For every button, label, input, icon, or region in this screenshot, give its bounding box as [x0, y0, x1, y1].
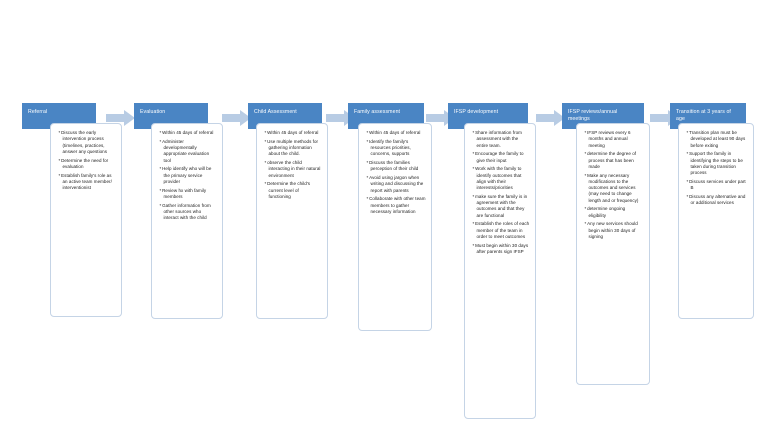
bullet-item: Within 45 days of referral: [159, 130, 217, 136]
bullet-item: Determine the child's current level of f…: [264, 181, 322, 200]
stage-referral-body: Discuss the early intervention process (…: [50, 123, 122, 317]
bullet-item: Must begin within 30 days after parents …: [472, 243, 530, 256]
stage-family-assessment-body: Within 45 days of referral Identify the …: [358, 123, 432, 331]
bullet-item: Use multiple methods for gathering infor…: [264, 139, 322, 158]
stage-evaluation-bullet-list: Within 45 days of referral Administer de…: [159, 130, 217, 221]
arrow-evaluation-to-child-assessment: [222, 110, 251, 126]
bullet-item: Within 45 days of referral: [366, 130, 426, 136]
stage-ifsp-reviews-body: IFSP reviews every 6 months and annual m…: [576, 123, 650, 385]
stage-child-assessment-bullet-list: Within 45 days of referral Use multiple …: [264, 130, 322, 200]
bullet-item: Encourage the family to give their input: [472, 151, 530, 164]
stage-transition-bullet-list: Transition plan must be developed at lea…: [686, 130, 748, 206]
stage-child-assessment-body: Within 45 days of referral Use multiple …: [256, 123, 328, 319]
bullet-item: Discuss the early intervention process (…: [58, 130, 116, 155]
bullet-item: Gather information from other sources wh…: [159, 203, 217, 222]
bullet-item: Make any necessary modifications to the …: [584, 173, 644, 204]
stage-referral-bullet-list: Discuss the early intervention process (…: [58, 130, 116, 191]
bullet-item: Determine the need for evaluation: [58, 158, 116, 171]
bullet-item: Work with the family to identify outcome…: [472, 166, 530, 191]
arrow-ifsp-development-to-ifsp-reviews: [536, 110, 565, 126]
arrow-child-assessment-to-family-assessment: [326, 110, 355, 126]
bullet-item: Share information from assessment with t…: [472, 130, 530, 149]
bullet-item: Discuss any alternative and or additiona…: [686, 194, 748, 207]
arrow-family-assessment-to-ifsp-development: [426, 110, 455, 126]
bullet-item: Avoid using jargon when writing and disc…: [366, 175, 426, 194]
bullet-item: Collaborate with other team members to g…: [366, 196, 426, 215]
bullet-item: determine the degree of process that has…: [584, 151, 644, 170]
bullet-item: Discuss the families perception of their…: [366, 160, 426, 173]
stage-ifsp-reviews-bullet-list: IFSP reviews every 6 months and annual m…: [584, 130, 644, 240]
stage-family-assessment-bullet-list: Within 45 days of referral Identify the …: [366, 130, 426, 215]
bullet-item: Establish the roles of each member of th…: [472, 221, 530, 240]
bullet-item: Support the family in identifying the st…: [686, 151, 748, 176]
bullet-item: determine ongoing eligibility: [584, 206, 644, 219]
bullet-item: Establish family's role as an active tea…: [58, 173, 116, 192]
arrow-referral-to-evaluation: [106, 110, 135, 126]
stage-ifsp-development-body: Share information from assessment with t…: [464, 123, 536, 419]
bullet-item: Help identify who will be the primary se…: [159, 166, 217, 185]
bullet-item: Within 45 days of referral: [264, 130, 322, 136]
bullet-item: Identify the family's resources prioriti…: [366, 139, 426, 158]
bullet-item: Any new services should begin within 30 …: [584, 221, 644, 240]
bullet-item: Review hx with family members: [159, 188, 217, 201]
bullet-item: observe the child interacting in their n…: [264, 160, 322, 179]
bullet-item: IFSP reviews every 6 months and annual m…: [584, 130, 644, 149]
bullet-item: Discuss services under part B: [686, 179, 748, 192]
stage-evaluation-body: Within 45 days of referral Administer de…: [151, 123, 223, 319]
bullet-item: Transition plan must be developed at lea…: [686, 130, 748, 149]
bullet-item: make sure the family is in agreement wit…: [472, 194, 530, 219]
stage-transition-body: Transition plan must be developed at lea…: [678, 123, 754, 319]
bullet-item: Administer developmentally appropriate e…: [159, 139, 217, 164]
stage-ifsp-development-bullet-list: Share information from assessment with t…: [472, 130, 530, 255]
